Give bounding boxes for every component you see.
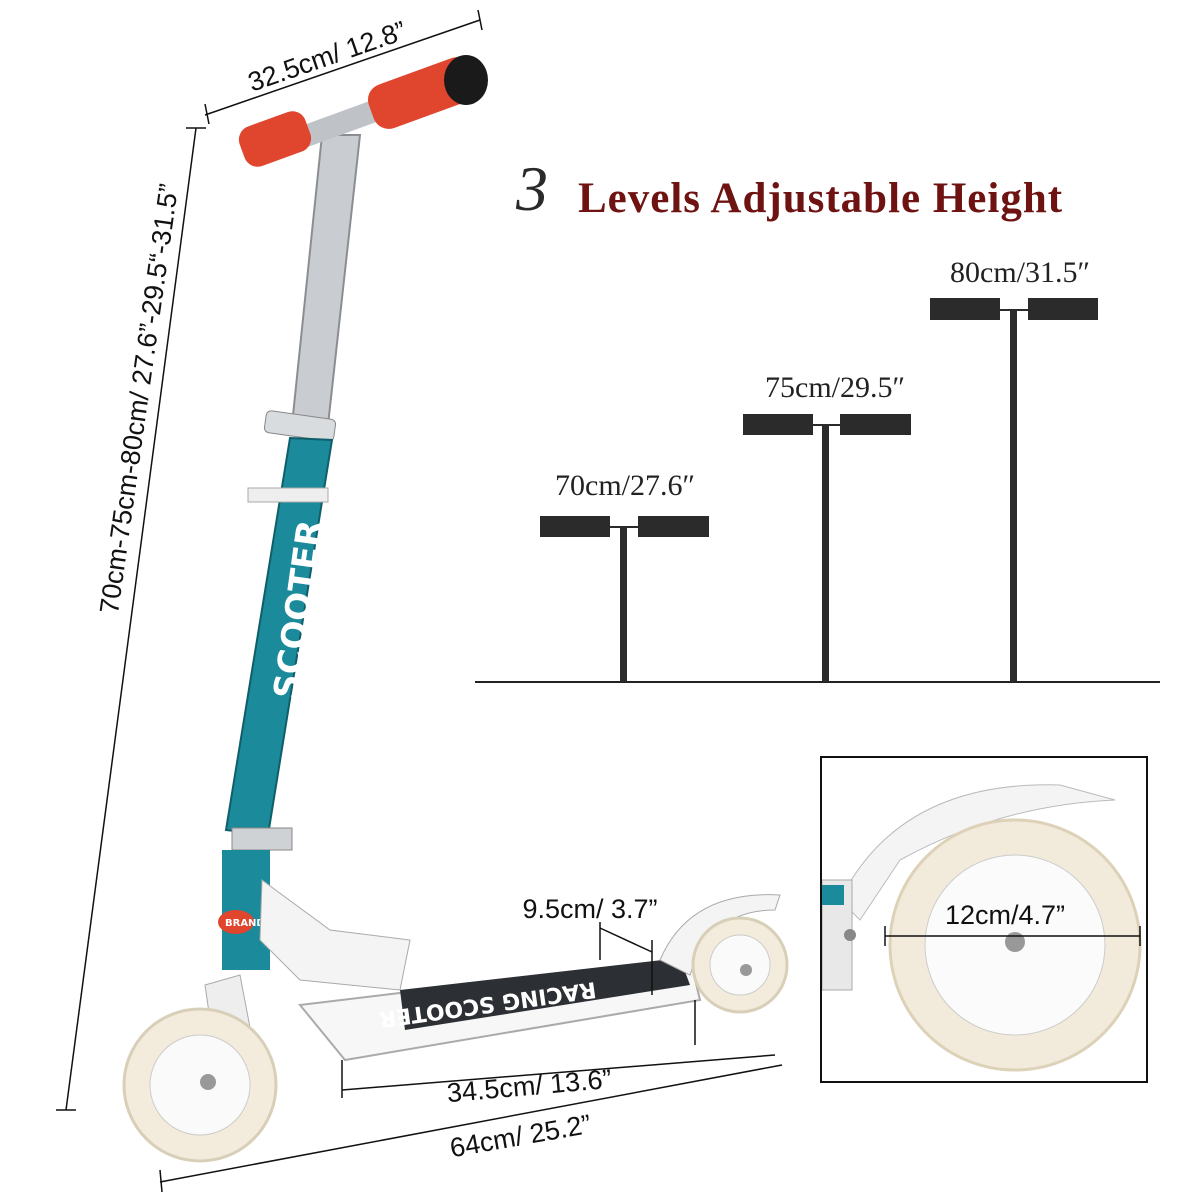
wheel-detail-inset: 12cm/4.7” <box>820 756 1148 1083</box>
title-text: Levels Adjustable Height <box>578 175 1063 222</box>
scooter-image: SCOOTER BRAND RACING SCOOTER <box>122 55 789 1163</box>
dimension-label: 12cm/4.7” <box>945 900 1065 930</box>
front-wheel <box>122 1007 278 1163</box>
dimension-label: 70cm-75cm-80cm/ 27.6”-29.5“-31.5” <box>94 182 184 616</box>
level-75: 75cm/29.5″ <box>743 371 911 682</box>
level-label: 80cm/31.5″ <box>950 256 1090 289</box>
level-80: 80cm/31.5″ <box>930 256 1098 682</box>
level-label: 70cm/27.6″ <box>555 469 695 502</box>
level-70: 70cm/27.6″ <box>540 469 709 682</box>
dimension-height: 70cm-75cm-80cm/ 27.6”-29.5“-31.5” <box>56 127 206 1111</box>
handle-left <box>930 298 1000 320</box>
handle-left <box>743 414 813 435</box>
height-levels-chart: 70cm/27.6″ 75cm/29.5″ 80cm/31.5″ <box>475 256 1160 683</box>
brand-badge <box>218 910 254 934</box>
handle-right <box>1028 298 1098 320</box>
deck-grip-tape <box>400 958 690 1030</box>
handle-grip-right <box>367 55 488 129</box>
handle-right <box>840 414 911 435</box>
handle-left <box>540 516 610 537</box>
handle-grip-left <box>238 111 312 167</box>
dimension-label: 9.5cm/ 3.7” <box>522 894 657 924</box>
rear-wheel <box>691 916 789 1014</box>
dimension-deck-width: 9.5cm/ 3.7” <box>522 894 658 995</box>
title-number: 3 <box>515 153 548 224</box>
dimension-label: 64cm/ 25.2” <box>448 1109 594 1163</box>
handle-right <box>638 516 709 537</box>
level-label: 75cm/29.5″ <box>765 371 905 404</box>
badge-lettering: BRAND <box>225 918 265 929</box>
